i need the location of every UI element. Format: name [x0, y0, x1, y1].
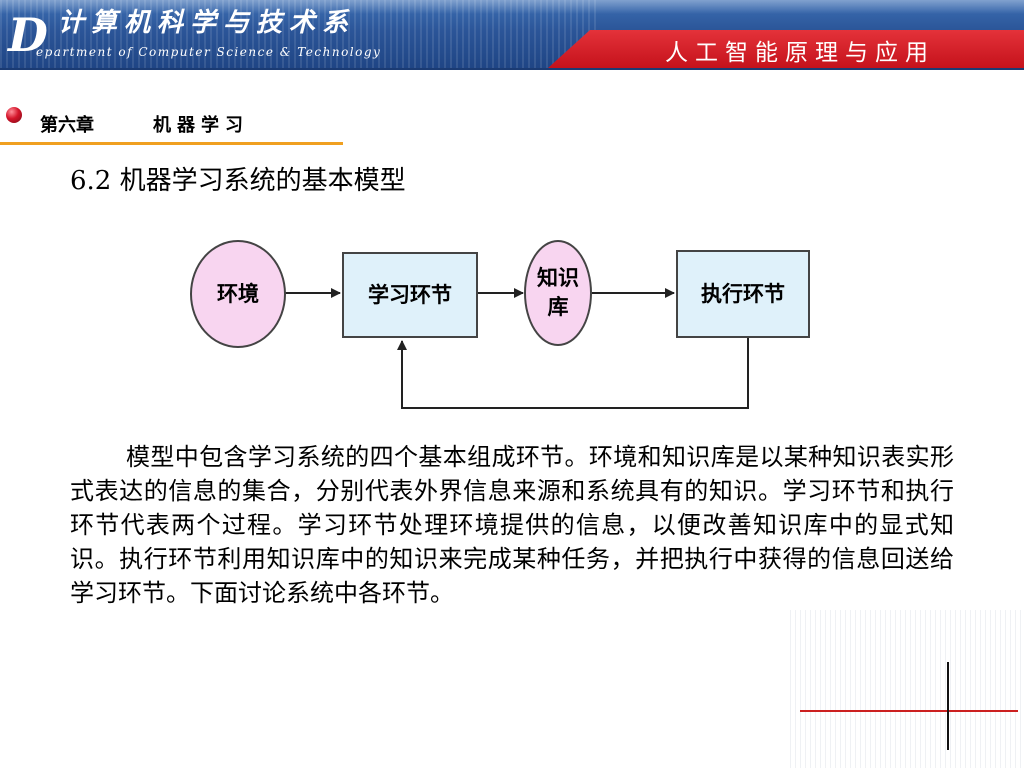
dept-logo-letter: D — [8, 8, 48, 62]
node-environment: 环境 — [190, 240, 286, 348]
department-name-cn: 计算机科学与技术系 — [58, 8, 356, 38]
corner-black-line — [947, 662, 949, 750]
body-paragraph: 模型中包含学习系统的四个基本组成环节。环境和知识库是以某种知识表实形式表达的信息… — [70, 443, 954, 607]
kb-line-1: 知识 — [537, 266, 579, 290]
node-learning: 学习环节 — [342, 252, 478, 338]
corner-decoration — [790, 610, 1024, 768]
section-title: 6.2 机器学习系统的基本模型 — [70, 166, 406, 196]
chapter-number: 第六章 — [40, 115, 94, 136]
node-execution: 执行环节 — [676, 250, 810, 338]
node-knowledge-base: 知识 库 — [524, 240, 592, 346]
node-knowledge-base-label: 知识 库 — [537, 264, 579, 322]
learning-system-diagram: 环境 学习环节 知识 库 执行环节 — [180, 232, 820, 422]
slide-header: D 计算机科学与技术系 epartment of Computer Scienc… — [0, 0, 1024, 68]
header-shine — [0, 0, 1024, 14]
department-name-en: epartment of Computer Science & Technolo… — [36, 45, 382, 59]
feedback-arrow — [397, 338, 749, 409]
course-title-tab — [548, 30, 1024, 68]
kb-line-2: 库 — [547, 295, 569, 319]
corner-red-line — [800, 710, 1018, 712]
header-stripes — [0, 0, 600, 68]
node-environment-label: 环境 — [217, 281, 259, 306]
node-execution-label: 执行环节 — [701, 281, 785, 306]
bullet-ball-icon — [6, 107, 22, 123]
chapter-underline — [0, 142, 343, 145]
chapter-title: 机器学习 — [153, 115, 249, 136]
header-divider — [0, 68, 1024, 70]
node-learning-label: 学习环节 — [368, 282, 452, 307]
course-title: 人工智能原理与应用 — [665, 40, 935, 66]
diagram-arrows — [285, 288, 749, 409]
